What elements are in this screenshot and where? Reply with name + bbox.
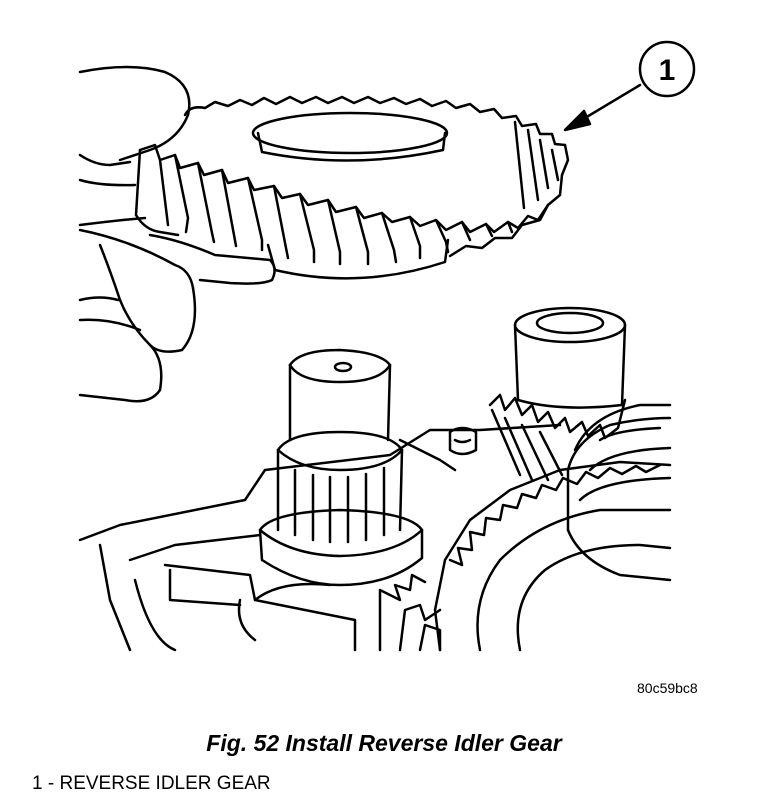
legend: 1 - REVERSE IDLER GEAR: [32, 773, 271, 795]
legend-item-number: 1: [32, 773, 43, 794]
callout-arrowhead: [563, 109, 592, 132]
legend-item-separator: -: [42, 773, 60, 794]
transmission-case: [78, 423, 562, 652]
figure-reference-code: 80c59bc8: [637, 680, 698, 696]
reverse-idler-gear: [134, 95, 570, 280]
countershaft-gear: [433, 460, 672, 652]
output-shaft-hub: [566, 403, 672, 582]
idler-shaft: [258, 348, 424, 587]
callout-number: 1: [659, 54, 676, 87]
technician-hand: [78, 65, 276, 403]
callout-circle: [638, 40, 696, 98]
lower-gear-teeth: [378, 573, 442, 652]
pinion-gear: [488, 306, 627, 482]
legend-item: 1 - REVERSE IDLER GEAR: [32, 773, 271, 795]
figure-caption: Fig. 52 Install Reverse Idler Gear: [206, 730, 562, 756]
legend-item-label: REVERSE IDLER GEAR: [59, 773, 271, 794]
